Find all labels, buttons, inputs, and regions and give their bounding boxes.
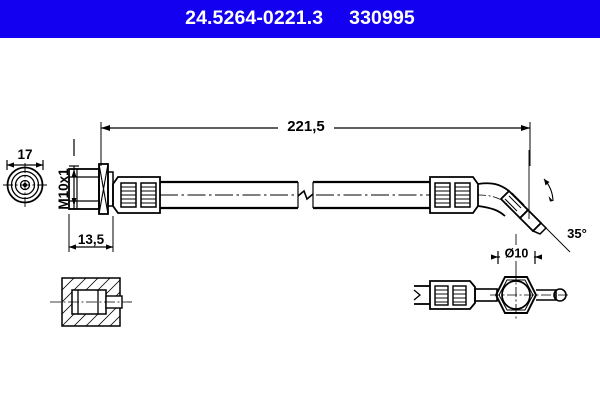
label-dimension-17: 17 <box>17 147 32 162</box>
label-backdrop-overall-length <box>278 117 334 135</box>
label-dimension-angle: 35° <box>567 226 587 241</box>
left-banjo-fitting <box>68 163 114 215</box>
right-ferrule-crimp <box>429 176 479 214</box>
label-dimension-13-5: 13,5 <box>78 232 105 247</box>
end-view-circles-icon <box>3 163 47 207</box>
left-ferrule-crimp <box>112 176 161 214</box>
brake-hose-technical-drawing: 17 M10x1 13,5 221,5 Ø10 35° <box>3 117 587 327</box>
detail-view-right-fitting <box>413 270 570 320</box>
dimension-35-degrees <box>528 150 571 253</box>
drawing-area: 17 M10x1 13,5 221,5 Ø10 35° <box>0 38 600 400</box>
hose-break-symbol-icon <box>297 189 314 201</box>
label-dimension-bore: Ø10 <box>505 247 529 261</box>
part-number-label: 24.5264-0221.3 <box>185 7 324 30</box>
hose-body-right <box>312 180 430 210</box>
section-detail-left <box>50 277 132 327</box>
dimension-13-5 <box>68 214 114 252</box>
label-backdrop-bore <box>500 245 534 261</box>
hose-body-left <box>160 180 299 210</box>
header-banner: 24.5264-0221.3 330995 <box>0 0 600 38</box>
label-thread-spec: M10x1 <box>56 168 71 210</box>
label-dimension-overall-length: 221,5 <box>287 118 325 135</box>
reference-number-label: 330995 <box>349 7 415 30</box>
dimension-m10x1 <box>69 139 79 210</box>
dimension-17 <box>6 160 44 170</box>
right-angled-end-fitting <box>477 182 548 235</box>
